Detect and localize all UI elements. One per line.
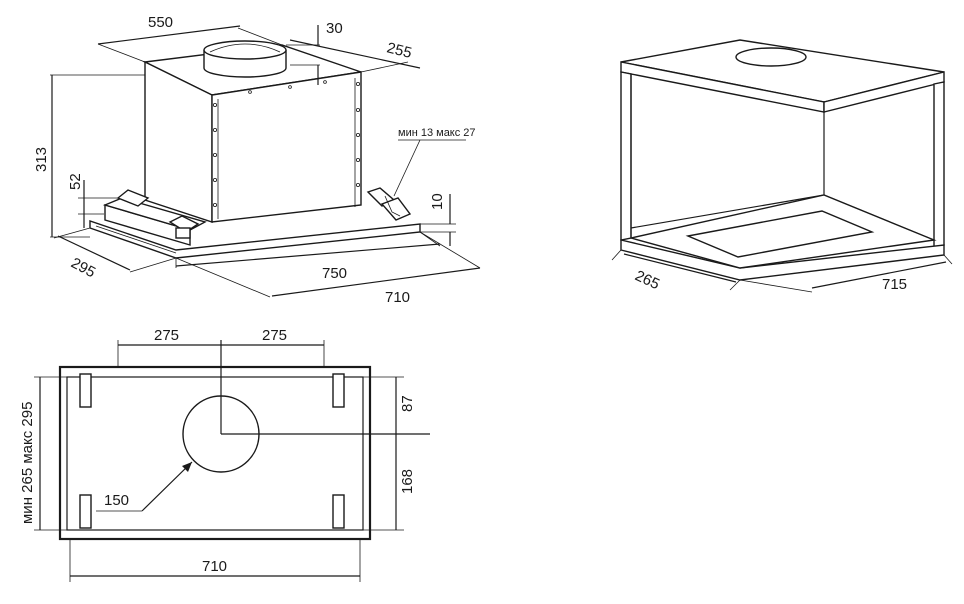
dim-275-pair: 275 275 [117, 327, 325, 367]
dim-label-255: 255 [385, 39, 413, 62]
dim-715: 715 [739, 254, 953, 293]
mounting-bracket-right [366, 187, 412, 221]
dim-30: 30 [286, 20, 343, 85]
inner-floor-edge-back [630, 194, 825, 229]
dim-550: 550 [97, 14, 283, 63]
dim-label-313: 313 [33, 147, 50, 172]
dim-10: 10 [420, 193, 456, 246]
dim-label-295: 295 [68, 255, 98, 282]
cabinet-cutout-view: 265 715 [611, 39, 953, 293]
dim-label-275-left: 275 [154, 327, 179, 344]
dim-label-710-plan: 710 [202, 558, 227, 575]
plate-outline [58, 365, 372, 541]
dim-255: 255 [289, 39, 421, 73]
mounting-bracket-left [116, 189, 200, 239]
dim-label-30: 30 [326, 20, 343, 37]
dim-label-715: 715 [882, 276, 907, 293]
mount-slot-bottom-right [332, 494, 345, 529]
dim-label-168: 168 [399, 469, 416, 494]
plate-edge [95, 225, 177, 254]
cabinet-right-wall [933, 81, 945, 248]
dim-label-150: 150 [104, 492, 129, 509]
dim-label-cutout-depth: мин 265 макс 295 [19, 402, 36, 524]
adjust-range-label: мин 13 макс 27 [398, 127, 476, 139]
dim-710-plan: 710 [69, 539, 361, 582]
duct-collar [203, 40, 287, 78]
dim-label-275-right: 275 [262, 327, 287, 344]
dim-label-52: 52 [67, 173, 84, 190]
rivet-row [212, 80, 360, 207]
cabinet-left-wall [620, 71, 632, 241]
bottom-cutout [685, 210, 875, 258]
mount-slot-bottom-left [79, 494, 92, 529]
duct-diameter-leader: 150 [96, 461, 193, 512]
dim-label-87: 87 [399, 395, 416, 412]
dim-label-550: 550 [148, 14, 173, 31]
dim-52: 52 [67, 173, 118, 228]
adjust-range-leader: мин 13 макс 27 [393, 127, 476, 197]
plan-view: 275 275 87 168 150 мин 265 макс 295 [19, 327, 430, 582]
dim-label-710-iso: 710 [385, 289, 410, 306]
dim-87-168: 87 168 [370, 376, 416, 531]
duct-hole-top [735, 47, 807, 67]
dim-710-iso: 710 [175, 231, 481, 306]
mount-slot-top-right [332, 373, 345, 408]
dim-label-265-cabinet: 265 [632, 267, 662, 293]
dim-label-10: 10 [429, 193, 446, 210]
box-front-face [211, 71, 362, 223]
dim-label-750: 750 [322, 265, 347, 282]
dim-750: 750 [175, 231, 441, 282]
mount-slot-top-left [79, 373, 92, 408]
hood-isometric-view: 550 30 255 313 52 [33, 14, 481, 306]
dim-cutout-depth: мин 265 макс 295 [19, 376, 60, 531]
dim-313: 313 [33, 74, 145, 238]
